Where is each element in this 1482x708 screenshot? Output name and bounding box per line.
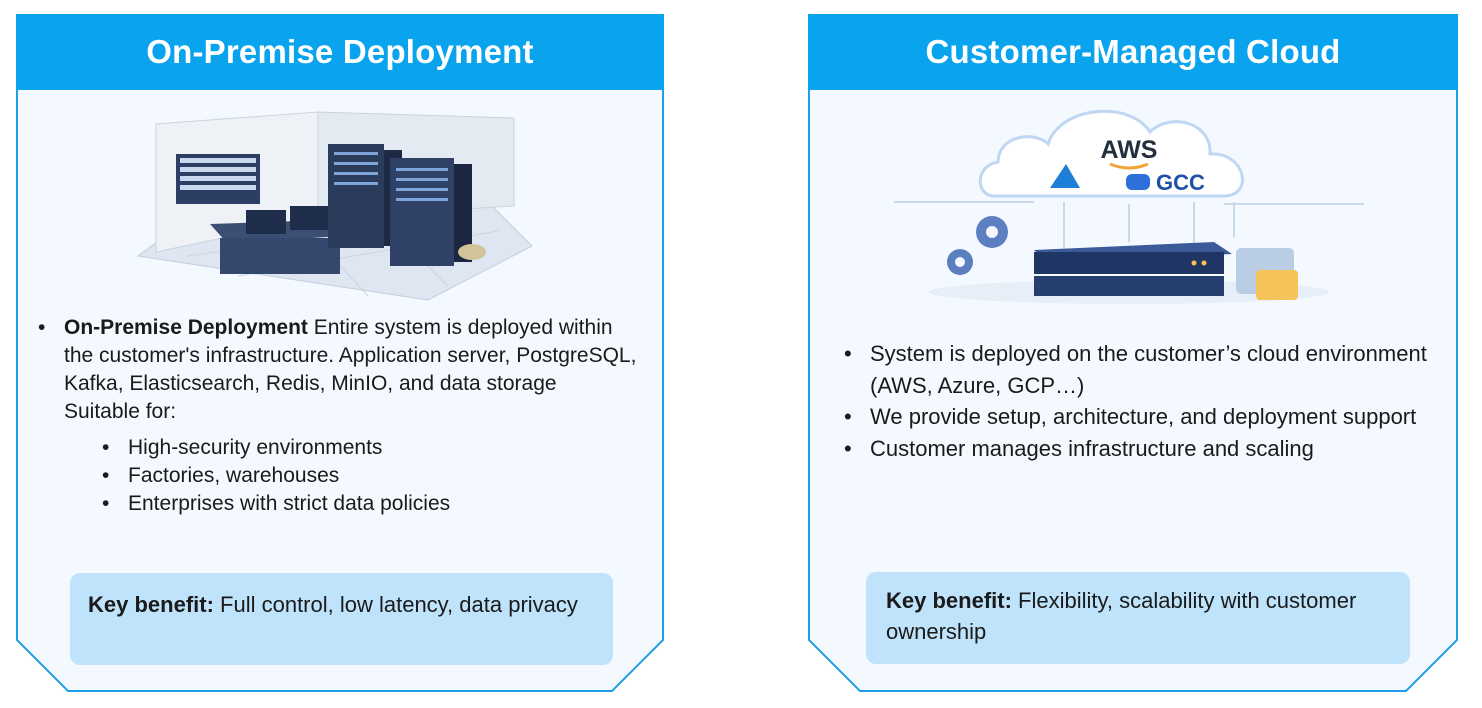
list-item: Factories, warehouses [100, 462, 646, 490]
card-title: On-Premise Deployment [146, 33, 534, 70]
on-premise-card: On-Premise Deployment [16, 14, 664, 692]
suitable-list: High-security environments Factories, wa… [64, 434, 646, 518]
gcp-icon [1126, 174, 1150, 190]
key-benefit-box: Key benefit: Full control, low latency, … [70, 573, 613, 665]
list-item: High-security environments [100, 434, 646, 462]
gear-icon [976, 216, 1008, 248]
key-benefit-box: Key benefit: Flexibility, scalability wi… [866, 572, 1410, 664]
card-title: Customer-Managed Cloud [925, 33, 1341, 70]
server-room-illustration [136, 111, 533, 301]
key-benefit-label: Key benefit: [88, 592, 214, 617]
card-header: Customer-Managed Cloud [808, 14, 1458, 90]
intro-text: Entire system is deployed within the cus… [64, 316, 637, 395]
on-premise-bullets: On-Premise Deployment Entire system is d… [36, 314, 646, 518]
aws-logo: AWS [1101, 136, 1158, 164]
list-item: We provide setup, architecture, and depl… [842, 401, 1442, 433]
server-icon [1034, 242, 1232, 296]
azure-icon [1050, 164, 1080, 188]
key-benefit-label: Key benefit: [886, 588, 1012, 613]
list-item: System is deployed on the customer’s clo… [842, 338, 1442, 401]
cloud-bullets: System is deployed on the customer’s clo… [842, 338, 1442, 464]
cloud-card: Customer-Managed Cloud AWS GCC [808, 14, 1458, 692]
intro-bold: On-Premise Deployment [64, 316, 308, 339]
key-benefit-text: Flexibility, scalability with customer o… [886, 588, 1357, 644]
list-item: On-Premise Deployment Entire system is d… [36, 314, 646, 518]
gcc-logo: GCC [1156, 170, 1205, 195]
gear-icon [947, 249, 973, 275]
database-icon [1236, 248, 1298, 300]
list-item: Customer manages infrastructure and scal… [842, 433, 1442, 465]
cloud-illustration: AWS GCC [894, 109, 1364, 304]
card-header: On-Premise Deployment [16, 14, 664, 90]
key-benefit-text: Full control, low latency, data privacy [213, 592, 578, 617]
list-item: Enterprises with strict data policies [100, 490, 646, 518]
suitable-label: Suitable for: [64, 400, 177, 423]
